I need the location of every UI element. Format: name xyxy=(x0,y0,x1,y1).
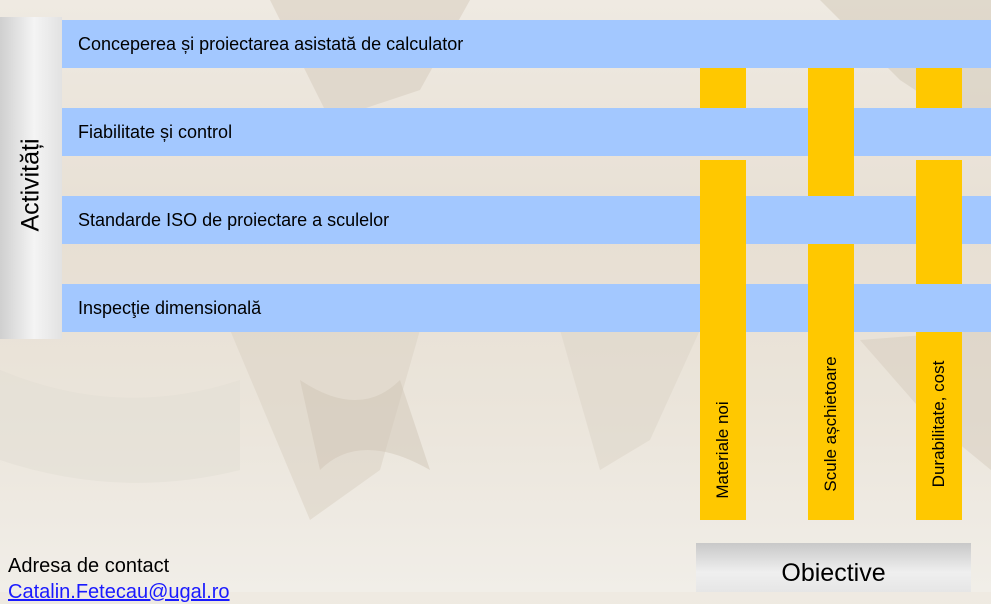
activity-label-3: Standarde ISO de proiectare a sculelor xyxy=(78,210,390,230)
activities-label-box: Activități xyxy=(0,17,62,339)
contact-title: Adresa de contact xyxy=(8,555,170,577)
objective-band-2-seg-d xyxy=(808,244,854,284)
activity-band-3 xyxy=(62,196,991,244)
objective-band-1-seg-b xyxy=(700,160,746,196)
objective-band-2-seg-e xyxy=(808,284,854,332)
objectives-label: Obiective xyxy=(781,559,886,587)
activity-band-1 xyxy=(62,20,991,68)
objective-band-3-seg-f xyxy=(916,332,962,520)
objective-band-1-seg-e xyxy=(700,284,746,332)
objective-band-3-seg-c xyxy=(916,196,962,244)
objective-band-3-seg-b xyxy=(916,160,962,196)
objective-band-1-seg-a xyxy=(700,68,746,108)
objective-label-2: Scule așchietoare xyxy=(821,356,840,492)
activities-label: Activități xyxy=(16,138,45,232)
objective-band-1-seg-f xyxy=(700,332,746,520)
objective-label-1: Materiale noi xyxy=(713,401,732,499)
contact-email-link[interactable]: Catalin.Fetecau@ugal.ro xyxy=(8,581,230,603)
objective-band-3-seg-a xyxy=(916,68,962,108)
objective-band-3-seg-d xyxy=(916,244,962,284)
objective-band-1-seg-c xyxy=(700,196,746,244)
objectives-label-box: Obiective xyxy=(696,543,971,592)
objective-label-3: Durabilitate, cost xyxy=(929,360,948,488)
activity-label-4: Inspecţie dimensională xyxy=(78,298,262,318)
objective-band-1-seg-d xyxy=(700,244,746,284)
objective-band-2-seg-f xyxy=(808,332,854,520)
activity-label-2: Fiabilitate și control xyxy=(78,122,233,142)
activity-label-1: Conceperea și proiectarea asistată de ca… xyxy=(78,34,464,54)
objective-band-2-seg-b xyxy=(808,108,854,156)
objective-band-2-seg-c xyxy=(808,156,854,196)
objective-band-2-seg-a xyxy=(808,68,854,108)
